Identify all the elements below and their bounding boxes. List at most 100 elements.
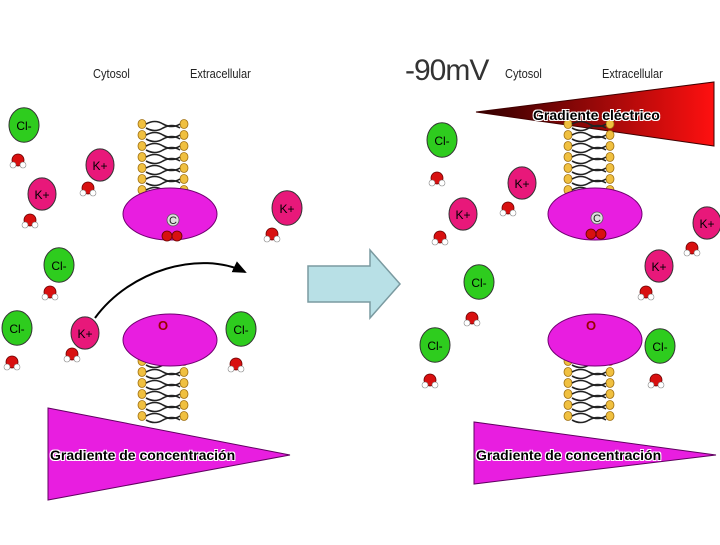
channel-letter-lower-right: O bbox=[586, 318, 596, 333]
channel-letter-upper-left: C bbox=[169, 215, 177, 227]
lipid-head bbox=[605, 389, 615, 399]
ion-label: K+ bbox=[699, 217, 714, 231]
voltage-label: -90mV bbox=[405, 54, 489, 87]
extracellular-label-right: Extracellular bbox=[602, 66, 663, 81]
ion-label: K+ bbox=[455, 208, 470, 222]
ion-body bbox=[85, 148, 115, 182]
lipid-head bbox=[137, 119, 147, 129]
channel-oxygen bbox=[161, 230, 173, 242]
channel-letter-upper-left-bg bbox=[166, 213, 180, 227]
water-hydrogen bbox=[438, 179, 446, 187]
lipid-head bbox=[563, 367, 573, 377]
water-hydrogen bbox=[9, 161, 17, 169]
lipid-head bbox=[605, 174, 615, 184]
lipid-head bbox=[137, 378, 147, 388]
ion-potassium-6: K+ bbox=[431, 197, 478, 246]
lipid-head bbox=[605, 141, 615, 151]
water-hydrogen bbox=[693, 249, 701, 257]
ion-label: Cl- bbox=[233, 323, 248, 337]
water-hydrogen bbox=[21, 221, 29, 229]
lipid-tail bbox=[571, 124, 607, 132]
lipid-tail bbox=[571, 168, 607, 176]
ion-chloride-8: Cl- bbox=[644, 328, 676, 389]
water-hydrogen bbox=[499, 209, 507, 217]
lipid-head bbox=[563, 152, 573, 162]
lipid-tail bbox=[571, 157, 607, 165]
water-hydrogen bbox=[19, 161, 27, 169]
ion-potassium-4: K+ bbox=[263, 190, 303, 243]
lipid-head bbox=[179, 378, 189, 388]
channel-gate-lower-left bbox=[122, 313, 218, 367]
lipid-head bbox=[605, 152, 615, 162]
lipid-tail bbox=[571, 146, 607, 154]
ion-body bbox=[225, 311, 257, 347]
lipid-head bbox=[137, 400, 147, 410]
water-hydrogen bbox=[441, 238, 449, 246]
lipid-head bbox=[137, 152, 147, 162]
water-hydrogen bbox=[31, 221, 39, 229]
lipid-head bbox=[137, 130, 147, 140]
lipid-head bbox=[137, 367, 147, 377]
ion-body bbox=[426, 122, 458, 158]
ion-chloride-5: Cl- bbox=[426, 122, 458, 187]
ion-potassium-3: K+ bbox=[63, 316, 100, 363]
concentration-gradient-wedge-right bbox=[473, 421, 717, 485]
water-hydrogen bbox=[431, 238, 439, 246]
water-hydrogen bbox=[637, 293, 645, 301]
lipid-tail bbox=[571, 383, 607, 391]
lipid-tail bbox=[145, 405, 181, 413]
cytosol-label-right: Cytosol bbox=[505, 66, 542, 81]
lipid-head bbox=[563, 400, 573, 410]
water-hydrogen bbox=[63, 355, 71, 363]
ion-body bbox=[419, 327, 451, 363]
lipid-head bbox=[605, 411, 615, 421]
ion-label: K+ bbox=[34, 188, 49, 202]
channel-letter-lower-left: O bbox=[158, 318, 168, 333]
ion-chloride-1: Cl- bbox=[8, 107, 40, 169]
water-hydrogen bbox=[683, 249, 691, 257]
ion-potassium-5: K+ bbox=[499, 166, 537, 217]
lipid-tail bbox=[571, 179, 607, 187]
ion-body bbox=[463, 264, 495, 300]
ion-chloride-4: Cl- bbox=[225, 311, 257, 373]
lipid-head bbox=[137, 141, 147, 151]
ion-body bbox=[507, 166, 537, 200]
water-hydrogen bbox=[73, 355, 81, 363]
lipid-head bbox=[605, 367, 615, 377]
water-hydrogen bbox=[3, 363, 11, 371]
lipid-head bbox=[179, 152, 189, 162]
ion-label: Cl- bbox=[9, 322, 24, 336]
lipid-tail bbox=[571, 416, 607, 424]
lipid-head bbox=[179, 400, 189, 410]
water-hydrogen bbox=[79, 189, 87, 197]
water-hydrogen bbox=[473, 319, 481, 327]
ion-label: Cl- bbox=[427, 339, 442, 353]
lipid-tail bbox=[145, 146, 181, 154]
lipid-head bbox=[563, 174, 573, 184]
channel-gate-lower-right bbox=[547, 313, 643, 367]
lipid-tail bbox=[571, 405, 607, 413]
lipid-head bbox=[179, 389, 189, 399]
ion-chloride-3: Cl- bbox=[1, 310, 33, 371]
electric-gradient-label: Gradiente eléctrico bbox=[533, 107, 660, 123]
water-hydrogen bbox=[647, 293, 655, 301]
lipid-tail bbox=[145, 383, 181, 391]
lipid-head bbox=[563, 163, 573, 173]
ion-body bbox=[70, 316, 100, 350]
ion-body bbox=[8, 107, 40, 143]
water-hydrogen bbox=[647, 381, 655, 389]
ion-body bbox=[271, 190, 303, 226]
ion-label: K+ bbox=[514, 177, 529, 191]
lipid-head bbox=[137, 389, 147, 399]
water-hydrogen bbox=[428, 179, 436, 187]
lipid-tail bbox=[145, 394, 181, 402]
lipid-tail bbox=[145, 168, 181, 176]
ion-potassium-1: K+ bbox=[79, 148, 115, 197]
ion-label: K+ bbox=[651, 260, 666, 274]
membrane-upper-left bbox=[137, 119, 189, 198]
lipid-head bbox=[605, 400, 615, 410]
lipid-head bbox=[137, 174, 147, 184]
ion-label: K+ bbox=[92, 159, 107, 173]
